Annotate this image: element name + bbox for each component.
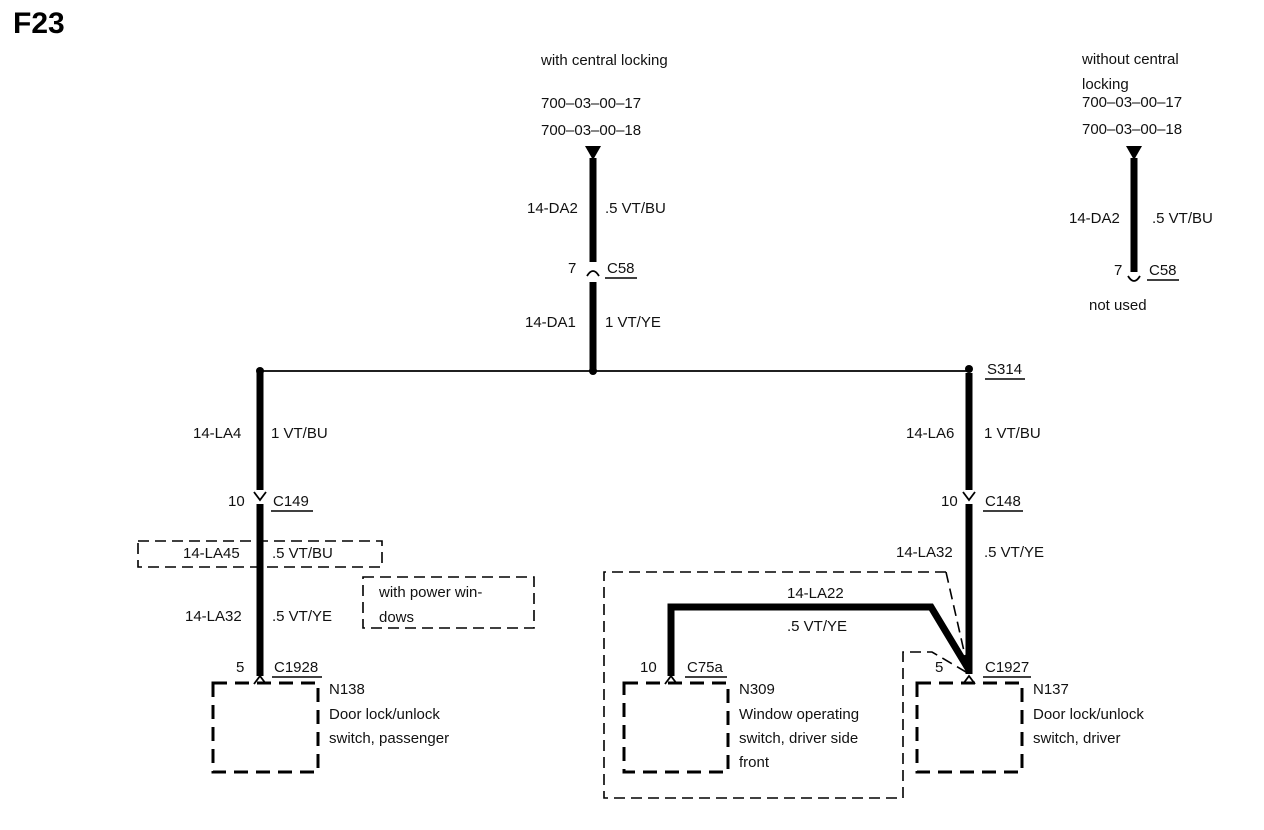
n309-option-outline <box>603 571 967 799</box>
power-windows-note-2: dows <box>379 609 414 626</box>
source-with-ref-1: 700–03–00–17 <box>541 95 641 112</box>
wire-la22 <box>667 603 972 676</box>
n137-desc-2: switch, driver <box>1033 730 1121 747</box>
c1927-pin: 5 <box>935 659 943 676</box>
page-id: F23 <box>13 7 65 40</box>
n309-id: N309 <box>739 681 775 698</box>
wire-da1-circuit: 14-DA1 <box>525 314 576 331</box>
source-without-title-2: locking <box>1082 76 1129 93</box>
n309-option-outline-edge <box>945 571 967 661</box>
n137-id: N137 <box>1033 681 1069 698</box>
wire-la6-circuit: 14-LA6 <box>906 425 954 442</box>
c75a-pin: 10 <box>640 659 657 676</box>
source-without-note: not used <box>1089 297 1147 314</box>
source-with-ref-2: 700–03–00–18 <box>541 122 641 139</box>
n138-desc-2: switch, passenger <box>329 730 449 747</box>
c1928-pin: 5 <box>236 659 244 676</box>
c58-alt-pin: 7 <box>1114 262 1122 279</box>
wire-da2-main-spec: .5 VT/BU <box>605 200 666 217</box>
c149-symbol <box>253 491 267 502</box>
n309-desc-2: switch, driver side <box>739 730 858 747</box>
c1927-id: C1927 <box>985 659 1029 676</box>
source-with-terminal <box>585 146 601 160</box>
wire-la45-spec: .5 VT/BU <box>272 545 333 562</box>
c75a-id: C75a <box>687 659 724 676</box>
source-without-ref-1: 700–03–00–17 <box>1082 94 1182 111</box>
source-without-title-1: without central <box>1081 51 1179 68</box>
source-without-terminal <box>1126 146 1142 160</box>
splice-id: S314 <box>987 361 1022 378</box>
wire-la32-left-circuit: 14-LA32 <box>185 608 242 625</box>
la45-option-box <box>137 540 383 568</box>
wire-la45-circuit: 14-LA45 <box>183 545 240 562</box>
power-windows-note-1: with power win- <box>378 584 482 601</box>
c58-main-id: C58 <box>607 260 635 277</box>
c149-id: C149 <box>273 493 309 510</box>
c58-main-symbol <box>586 270 600 277</box>
power-windows-note-box <box>362 576 535 629</box>
wire-da2-alt-spec: .5 VT/BU <box>1152 210 1213 227</box>
wire-la32-right-circuit: 14-LA32 <box>896 544 953 561</box>
c148-id: C148 <box>985 493 1021 510</box>
wire-la6-spec: 1 VT/BU <box>984 425 1041 442</box>
wire-da1-spec: 1 VT/YE <box>605 314 661 331</box>
n138-id: N138 <box>329 681 365 698</box>
source-with-title: with central locking <box>540 52 668 69</box>
n138-desc-1: Door lock/unlock <box>329 706 440 723</box>
n309-desc-1: Window operating <box>739 706 859 723</box>
c148-symbol <box>962 491 976 502</box>
c58-alt-symbol <box>1127 275 1141 282</box>
c58-alt-id: C58 <box>1149 262 1177 279</box>
n137-desc-1: Door lock/unlock <box>1033 706 1144 723</box>
wire-la22-circuit: 14-LA22 <box>787 585 844 602</box>
wire-la4-circuit: 14-LA4 <box>193 425 241 442</box>
c1928-symbol <box>253 674 267 685</box>
n138-component-box <box>211 681 320 774</box>
source-without-ref-2: 700–03–00–18 <box>1082 121 1182 138</box>
n309-desc-3: front <box>739 754 770 771</box>
junction-center <box>589 367 597 375</box>
splice-s314-dot <box>965 365 973 373</box>
wire-la4-spec: 1 VT/BU <box>271 425 328 442</box>
n137-component-box <box>915 681 1024 774</box>
wire-da2-main-circuit: 14-DA2 <box>527 200 578 217</box>
c1927-symbol <box>962 674 976 685</box>
c75a-symbol <box>664 674 678 685</box>
n309-component-box <box>622 681 730 774</box>
wire-la22-spec: .5 VT/YE <box>787 618 847 635</box>
c58-main-pin: 7 <box>568 260 576 277</box>
c149-pin: 10 <box>228 493 245 510</box>
c148-pin: 10 <box>941 493 958 510</box>
wire-da2-alt-circuit: 14-DA2 <box>1069 210 1120 227</box>
wire-la32-left-spec: .5 VT/YE <box>272 608 332 625</box>
wire-la32-right-spec: .5 VT/YE <box>984 544 1044 561</box>
c1928-id: C1928 <box>274 659 318 676</box>
